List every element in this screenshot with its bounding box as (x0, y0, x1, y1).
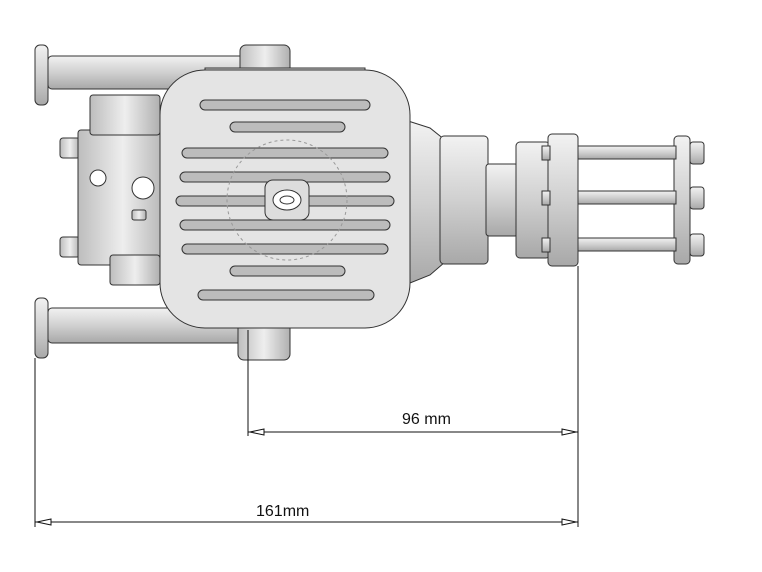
carburetor (59, 94, 169, 286)
dimension-label-96mm: 96 mm (402, 411, 451, 428)
spark-plug (272, 189, 302, 211)
dimension-label-161mm: 161mm (256, 503, 310, 520)
dimension-lines (34, 266, 579, 527)
crankcase-shaft (404, 119, 691, 286)
cylinder-head (159, 69, 411, 329)
prop-bolts (541, 141, 705, 257)
